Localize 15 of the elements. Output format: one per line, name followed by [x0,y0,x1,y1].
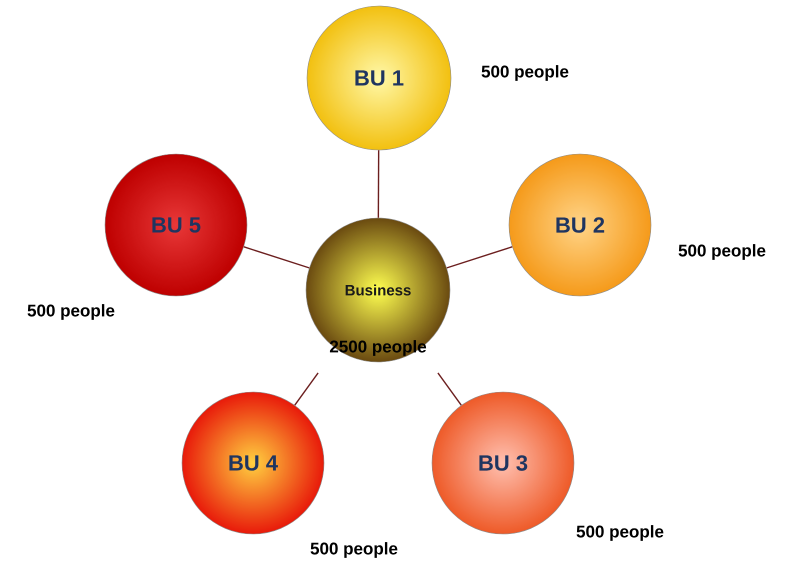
beside-text: 500 people [678,244,766,260]
connector-line [446,246,512,269]
circle-node: BU 1 [306,6,452,150]
circle-node: BU 4 [182,392,324,534]
connector-line [294,372,319,406]
beside-text: 500 people [482,65,568,81]
circle-node: BU 2 [508,154,652,296]
connector-line [437,372,462,406]
circle-node: BU 3 [432,392,574,534]
connector-line [378,150,380,218]
beside-text: 500 people [576,525,664,541]
connector-line [244,246,310,269]
beside-text: 500 people [310,542,398,558]
beside-text: 500 people [28,304,114,320]
circle-node: BU 5 [104,154,248,296]
